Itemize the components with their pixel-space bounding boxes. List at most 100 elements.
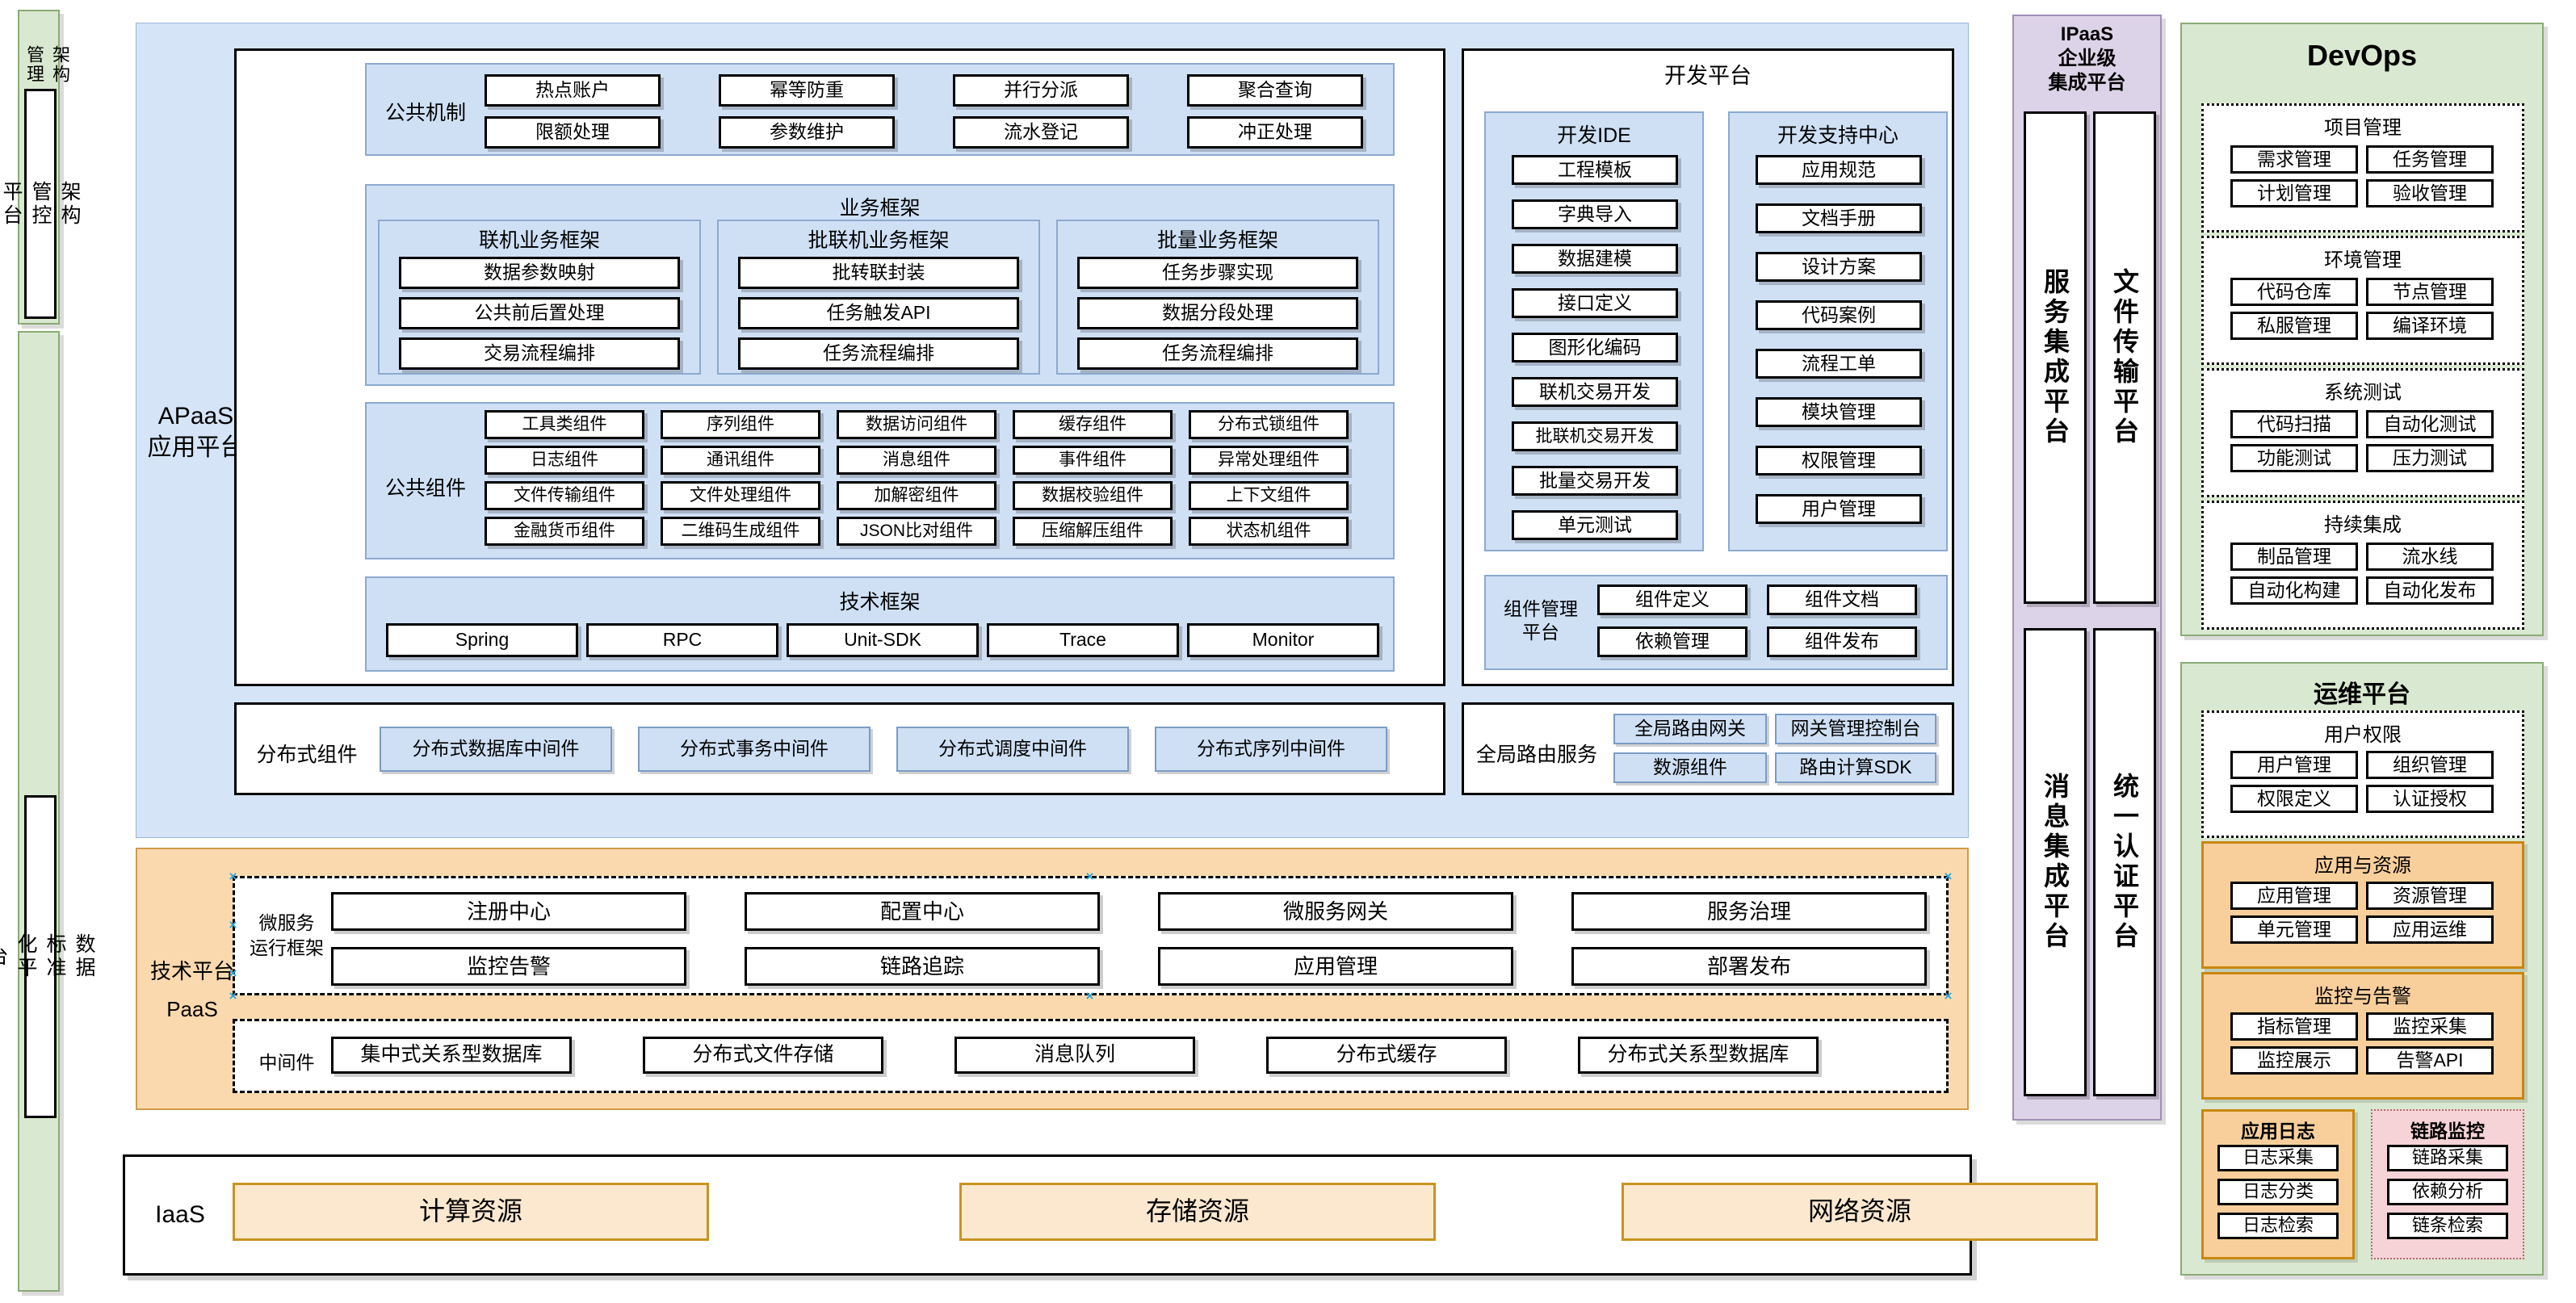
selection-handle[interactable] bbox=[228, 920, 238, 930]
chip-data-access-component[interactable]: 数据访问组件 bbox=[837, 410, 996, 439]
chip-cache-component[interactable]: 缓存组件 bbox=[1013, 410, 1173, 439]
chip-interface-definition[interactable]: 接口定义 bbox=[1512, 288, 1678, 318]
chip-automated-test[interactable]: 自动化测试 bbox=[2366, 410, 2494, 438]
chip-alert-api[interactable]: 告警API bbox=[2366, 1046, 2494, 1075]
chip-microservice-gateway[interactable]: 微服务网关 bbox=[1158, 892, 1513, 931]
chip-code-case[interactable]: 代码案例 bbox=[1756, 300, 1922, 330]
chip-limit-handling[interactable]: 限额处理 bbox=[485, 116, 661, 149]
chip-design-scheme[interactable]: 设计方案 bbox=[1756, 252, 1922, 282]
chip-compute-resource[interactable]: 计算资源 bbox=[233, 1183, 709, 1241]
chip-unit-management[interactable]: 单元管理 bbox=[2230, 915, 2358, 944]
chip-user-management-ops[interactable]: 用户管理 bbox=[2230, 751, 2358, 779]
chip-private-repo-management[interactable]: 私服管理 bbox=[2230, 312, 2358, 340]
chip-online-trade-dev[interactable]: 联机交易开发 bbox=[1512, 377, 1678, 407]
chip-hot-account[interactable]: 热点账户 bbox=[485, 74, 661, 107]
chip-dependency-management[interactable]: 依赖管理 bbox=[1597, 626, 1747, 657]
chip-reversal-handling[interactable]: 冲正处理 bbox=[1187, 116, 1363, 149]
chip-code-repo[interactable]: 代码仓库 bbox=[2230, 278, 2358, 306]
chip-batch-trade-dev[interactable]: 批量交易开发 bbox=[1512, 466, 1678, 496]
chip-distributed-tx-middleware[interactable]: 分布式事务中间件 bbox=[638, 727, 871, 772]
chip-trade-flow-orchestration[interactable]: 交易流程编排 bbox=[399, 337, 680, 370]
chip-statemachine-component[interactable]: 状态机组件 bbox=[1189, 517, 1349, 546]
chip-json-compare-component[interactable]: JSON比对组件 bbox=[837, 517, 996, 546]
chip-distributed-cache[interactable]: 分布式缓存 bbox=[1266, 1037, 1507, 1074]
chip-message-component[interactable]: 消息组件 bbox=[837, 446, 996, 475]
chip-dependency-analysis[interactable]: 依赖分析 bbox=[2387, 1179, 2508, 1205]
chip-distributed-lock-component[interactable]: 分布式锁组件 bbox=[1189, 410, 1349, 439]
chip-compress-component[interactable]: 压缩解压组件 bbox=[1013, 517, 1173, 546]
chip-param-maintain[interactable]: 参数维护 bbox=[719, 116, 895, 149]
chip-permission-management[interactable]: 权限管理 bbox=[1756, 446, 1922, 476]
chip-link-collect[interactable]: 链路采集 bbox=[2387, 1145, 2508, 1171]
chip-resource-management[interactable]: 资源管理 bbox=[2366, 882, 2494, 910]
chip-util-component[interactable]: 工具类组件 bbox=[485, 410, 644, 439]
chip-encrypt-component[interactable]: 加解密组件 bbox=[837, 481, 996, 510]
selection-handle[interactable] bbox=[1943, 871, 1953, 882]
chip-service-governance[interactable]: 服务治理 bbox=[1571, 892, 1927, 931]
chip-sequence-component[interactable]: 序列组件 bbox=[661, 410, 820, 439]
chip-task-trigger-api[interactable]: 任务触发API bbox=[738, 297, 1019, 329]
chip-exception-component[interactable]: 异常处理组件 bbox=[1189, 446, 1349, 475]
chip-distributed-db-middleware[interactable]: 分布式数据库中间件 bbox=[380, 727, 612, 772]
chip-registry-center[interactable]: 注册中心 bbox=[331, 892, 686, 931]
chip-file-transfer-component[interactable]: 文件传输组件 bbox=[485, 481, 644, 510]
selection-handle[interactable] bbox=[228, 871, 238, 882]
chip-permission-definition[interactable]: 权限定义 bbox=[2230, 785, 2358, 813]
chip-flow-register[interactable]: 流水登记 bbox=[953, 116, 1129, 149]
chip-distributed-seq-middleware[interactable]: 分布式序列中间件 bbox=[1155, 727, 1387, 772]
chip-centralized-rdbms[interactable]: 集中式关系型数据库 bbox=[331, 1037, 572, 1074]
chip-network-resource[interactable]: 网络资源 bbox=[1622, 1183, 2098, 1241]
chip-monitor-alert[interactable]: 监控告警 bbox=[331, 947, 686, 986]
chip-distributed-sched-middleware[interactable]: 分布式调度中间件 bbox=[896, 727, 1129, 772]
chip-currency-component[interactable]: 金融货币组件 bbox=[485, 517, 644, 546]
chip-route-calc-sdk[interactable]: 路由计算SDK bbox=[1775, 752, 1936, 783]
chip-auth-authorization[interactable]: 认证授权 bbox=[2366, 785, 2494, 813]
chip-log-collect[interactable]: 日志采集 bbox=[2217, 1145, 2339, 1171]
chip-build-environment[interactable]: 编译环境 bbox=[2366, 312, 2494, 340]
chip-app-spec[interactable]: 应用规范 bbox=[1756, 155, 1922, 185]
chip-idempotent[interactable]: 幂等防重 bbox=[719, 74, 895, 107]
chip-comm-component[interactable]: 通讯组件 bbox=[661, 446, 820, 475]
selection-handle[interactable] bbox=[1943, 991, 1953, 1001]
selection-handle[interactable] bbox=[1085, 991, 1095, 1001]
chip-qrcode-component[interactable]: 二维码生成组件 bbox=[661, 517, 820, 546]
chip-rpc[interactable]: RPC bbox=[586, 623, 778, 657]
chip-task-flow-orchestration-2[interactable]: 任务流程编排 bbox=[1077, 337, 1358, 370]
chip-app-ops[interactable]: 应用运维 bbox=[2366, 915, 2494, 944]
chip-stress-test[interactable]: 压力测试 bbox=[2366, 444, 2494, 472]
chip-module-management[interactable]: 模块管理 bbox=[1756, 397, 1922, 427]
chip-deploy-publish[interactable]: 部署发布 bbox=[1571, 947, 1927, 986]
selection-handle[interactable] bbox=[228, 968, 238, 978]
chip-distributed-file-storage[interactable]: 分布式文件存储 bbox=[643, 1037, 883, 1074]
chip-monitor-collect[interactable]: 监控采集 bbox=[2366, 1012, 2494, 1041]
selection-handle[interactable] bbox=[228, 991, 238, 1001]
chip-file-process-component[interactable]: 文件处理组件 bbox=[661, 481, 820, 510]
chip-monitor-display[interactable]: 监控展示 bbox=[2230, 1046, 2358, 1075]
chip-common-pre-post[interactable]: 公共前后置处理 bbox=[399, 297, 680, 329]
chip-gateway-console[interactable]: 网关管理控制台 bbox=[1775, 714, 1936, 744]
chip-org-management[interactable]: 组织管理 bbox=[2366, 751, 2494, 779]
chip-app-management-ops[interactable]: 应用管理 bbox=[2230, 882, 2358, 910]
selection-handle[interactable] bbox=[1085, 871, 1095, 882]
chip-graphical-coding[interactable]: 图形化编码 bbox=[1512, 333, 1678, 362]
chip-monitor[interactable]: Monitor bbox=[1187, 623, 1379, 657]
chip-artifact-management[interactable]: 制品管理 bbox=[2230, 543, 2358, 571]
chip-data-modeling[interactable]: 数据建模 bbox=[1512, 244, 1678, 274]
chip-chain-search[interactable]: 链条检索 bbox=[2387, 1213, 2508, 1239]
chip-process-worksheet[interactable]: 流程工单 bbox=[1756, 349, 1922, 379]
chip-component-publish[interactable]: 组件发布 bbox=[1767, 626, 1917, 657]
chip-data-segment-handling[interactable]: 数据分段处理 bbox=[1077, 297, 1358, 329]
chip-distributed-rdbms[interactable]: 分布式关系型数据库 bbox=[1578, 1037, 1819, 1074]
chip-node-management[interactable]: 节点管理 bbox=[2366, 278, 2494, 306]
chip-pipeline[interactable]: 流水线 bbox=[2366, 543, 2494, 571]
chip-spring[interactable]: Spring bbox=[386, 623, 578, 657]
chip-project-template[interactable]: 工程模板 bbox=[1512, 155, 1678, 185]
chip-log-classify[interactable]: 日志分类 bbox=[2217, 1179, 2339, 1205]
chip-datasource-component[interactable]: 数源组件 bbox=[1613, 752, 1767, 783]
chip-message-queue[interactable]: 消息队列 bbox=[954, 1037, 1195, 1074]
chip-link-trace[interactable]: 链路追踪 bbox=[745, 947, 1100, 986]
chip-aggregate-query[interactable]: 聚合查询 bbox=[1187, 74, 1363, 107]
chip-plan-management[interactable]: 计划管理 bbox=[2230, 179, 2358, 207]
chip-doc-manual[interactable]: 文档手册 bbox=[1756, 203, 1922, 233]
chip-code-scan[interactable]: 代码扫描 bbox=[2230, 410, 2358, 438]
